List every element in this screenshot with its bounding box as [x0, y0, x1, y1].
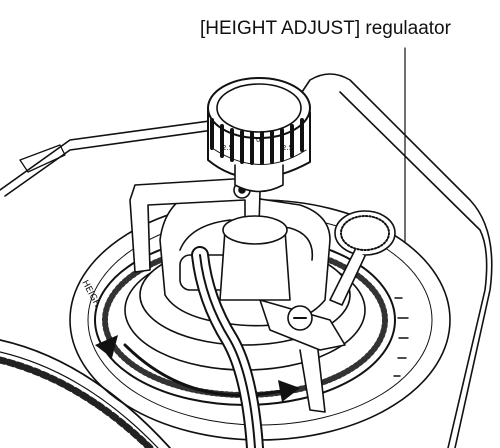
tonearm-tube	[191, 246, 264, 448]
knob-scale-label-left: 2.5	[222, 144, 233, 152]
platter-edge	[0, 339, 171, 448]
rotation-arrow-icon	[95, 335, 300, 402]
knob-scale-label-right: 2.5	[282, 144, 293, 152]
anti-skate-dial	[329, 210, 396, 306]
height-adjust-knob-icon: 2.5 0 2.5	[207, 77, 311, 193]
knob-scale-label-center: 0	[256, 136, 260, 144]
height-adjust-callout-label: [HEIGHT ADJUST] regulaator	[200, 18, 451, 39]
counterweight-icon	[219, 215, 291, 301]
